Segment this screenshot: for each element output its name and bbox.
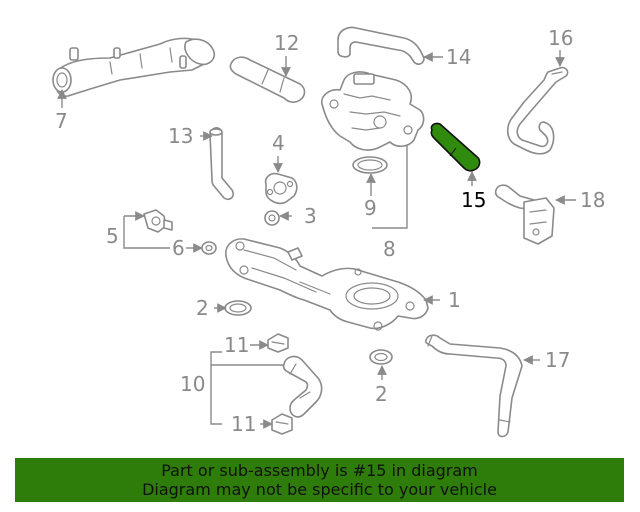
part-4-bracket <box>264 172 298 205</box>
callout-18: 18 <box>580 188 605 212</box>
part-17-hose <box>425 334 523 438</box>
part-7-water-pipe <box>52 37 216 97</box>
callout-6: 6 <box>172 236 185 260</box>
part-11-clamp-lower <box>271 413 293 435</box>
callout-17: 17 <box>545 348 570 372</box>
callout-4: 4 <box>272 131 285 155</box>
info-banner: Part or sub-assembly is #15 in diagram D… <box>15 458 624 502</box>
callout-5: 5 <box>106 224 119 248</box>
callout-3: 3 <box>304 204 317 228</box>
banner-line-2: Diagram may not be specific to your vehi… <box>142 480 497 499</box>
callout-11-upper: 11 <box>224 333 249 357</box>
callout-14: 14 <box>446 45 471 69</box>
callout-1: 1 <box>448 288 461 312</box>
part-9-gasket <box>352 156 388 174</box>
part-14-hose <box>337 26 425 65</box>
callout-7: 7 <box>55 109 68 133</box>
part-2-gasket-left <box>224 300 252 316</box>
part-16-pipe <box>506 66 569 155</box>
part-2-gasket-bottom <box>369 349 393 365</box>
part-11-clamp-upper <box>267 333 289 353</box>
part-6-o-ring <box>201 241 217 255</box>
callout-9: 9 <box>364 196 377 220</box>
leader-lines <box>57 50 576 429</box>
callout-13: 13 <box>168 124 193 148</box>
part-5-sensor <box>143 209 173 233</box>
callout-12: 12 <box>274 31 299 55</box>
callout-labels: 7 12 14 16 13 4 3 5 6 9 8 2 1 2 11 10 11… <box>55 26 605 436</box>
callout-10: 10 <box>180 372 205 396</box>
part-12-hose <box>229 56 306 103</box>
callout-16: 16 <box>548 26 573 50</box>
callout-15-highlighted: 15 <box>461 188 486 212</box>
part-10-hose <box>282 355 323 418</box>
part-18-pipe-bracket <box>494 184 555 245</box>
callout-2-left: 2 <box>196 296 209 320</box>
callout-11-lower: 11 <box>231 412 256 436</box>
part-8-housing <box>320 71 425 151</box>
banner-line-1: Part or sub-assembly is #15 in diagram <box>161 461 478 480</box>
part-1-water-manifold <box>225 238 429 331</box>
callout-2-bottom: 2 <box>375 382 388 406</box>
part-15-hose-highlighted <box>430 122 481 172</box>
callout-8: 8 <box>383 237 396 261</box>
part-13-pipe <box>209 127 235 201</box>
part-3-bolt <box>264 210 280 226</box>
